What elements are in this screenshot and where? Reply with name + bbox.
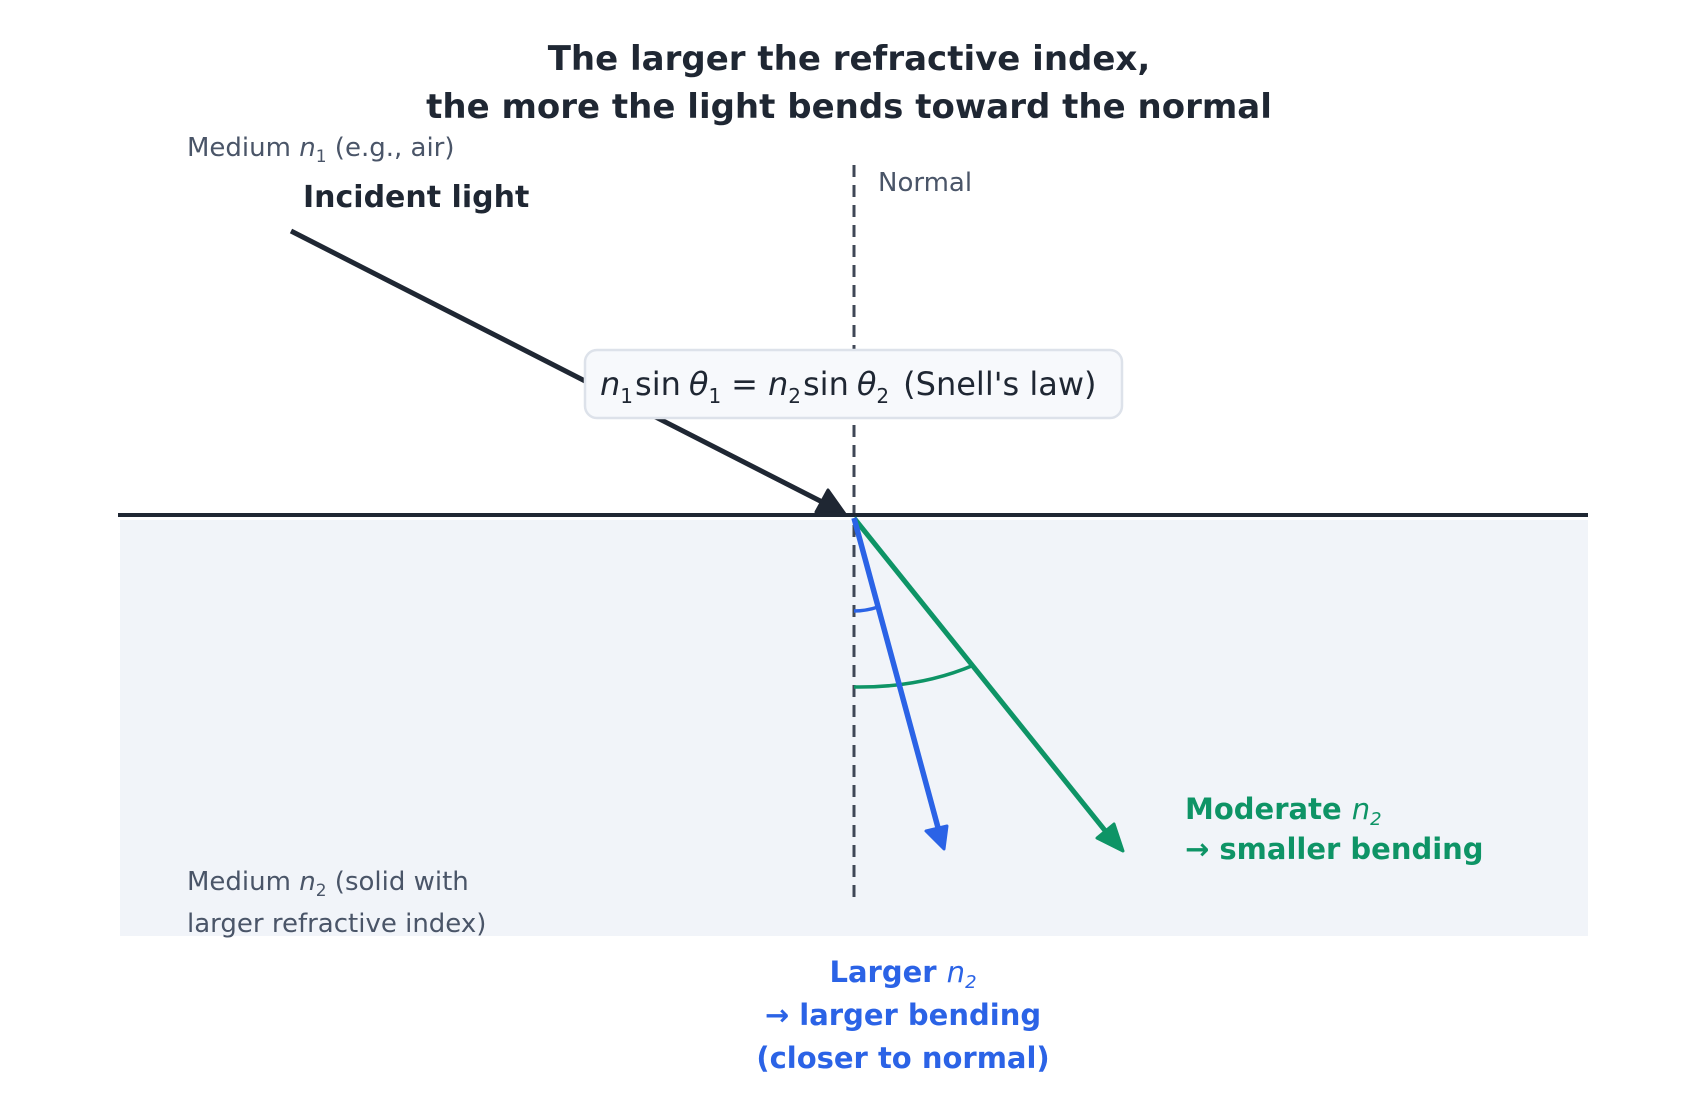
refracted-ray-moderate [852, 516, 1113, 840]
refracted-ray-larger-arrowhead [924, 824, 949, 851]
refracted-ray-larger [851, 517, 943, 836]
incident-ray [289, 228, 834, 510]
angle-arc-larger [853, 605, 879, 613]
larger-n2-label: Larger n2 [829, 955, 976, 993]
snell-law-box [583, 348, 1124, 420]
title-line-1: The larger the refractive index, [548, 39, 1151, 79]
medium-2-label: Medium n2 (solid with [187, 867, 469, 901]
larger-n2-note: (closer to normal) [756, 1041, 1049, 1075]
incident-light-label: Incident light [303, 180, 529, 215]
medium-2-label-line-2: larger refractive index) [187, 909, 486, 939]
moderate-n2-result: → smaller bending [1185, 832, 1484, 866]
medium-1-label: Medium n1 (e.g., air) [187, 133, 455, 167]
angle-arc-moderate [853, 663, 975, 689]
moderate-n2-label: Moderate n2 [1185, 792, 1382, 830]
title-line-2: the more the light bends toward the norm… [426, 87, 1272, 127]
refracted-ray-moderate-arrowhead [1095, 822, 1125, 853]
normal-label: Normal [878, 168, 972, 198]
larger-n2-result: → larger bending [765, 998, 1041, 1032]
incident-arrowhead [814, 488, 847, 516]
